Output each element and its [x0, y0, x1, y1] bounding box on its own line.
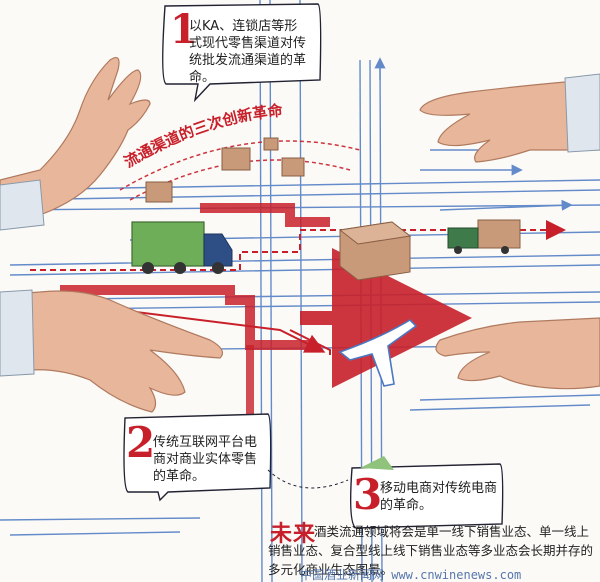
right-hand-bottom-icon [435, 317, 600, 390]
step-2-text: 传统互联网平台电商对商业实体零售的革命。 [153, 435, 258, 484]
step-2-number: 2 [126, 418, 156, 467]
bubble-frames [123, 3, 504, 529]
bubble-connector [267, 469, 349, 489]
step-3-text: 移动电商对传统电商的革命。 [380, 481, 498, 513]
watermark: 中国酒业新闻网 www.cnwinenews.com [300, 568, 522, 582]
step-1-number: 1 [170, 6, 198, 53]
small-truck-icon [447, 219, 521, 254]
step-3-number: 3 [353, 470, 383, 519]
red-flow-lines [30, 203, 566, 460]
truck-icon [131, 221, 233, 274]
future-text: 酒类流通领域将会是单一线下销售业态、单一线上销售业态、复合型线上线下销售业态等多… [268, 524, 594, 577]
left-hand-top-icon [0, 57, 151, 231]
airplane-icon [338, 318, 418, 387]
bubble-tab-green [360, 456, 394, 470]
future-label: 未来 [270, 522, 317, 547]
left-hand-bottom-icon [0, 289, 223, 413]
step-1-text: 以KA、连锁店等形式现代零售渠道对传统批发流通渠道的革命。 [189, 19, 307, 85]
right-hand-top-icon [419, 73, 600, 163]
box-icon [145, 137, 412, 281]
